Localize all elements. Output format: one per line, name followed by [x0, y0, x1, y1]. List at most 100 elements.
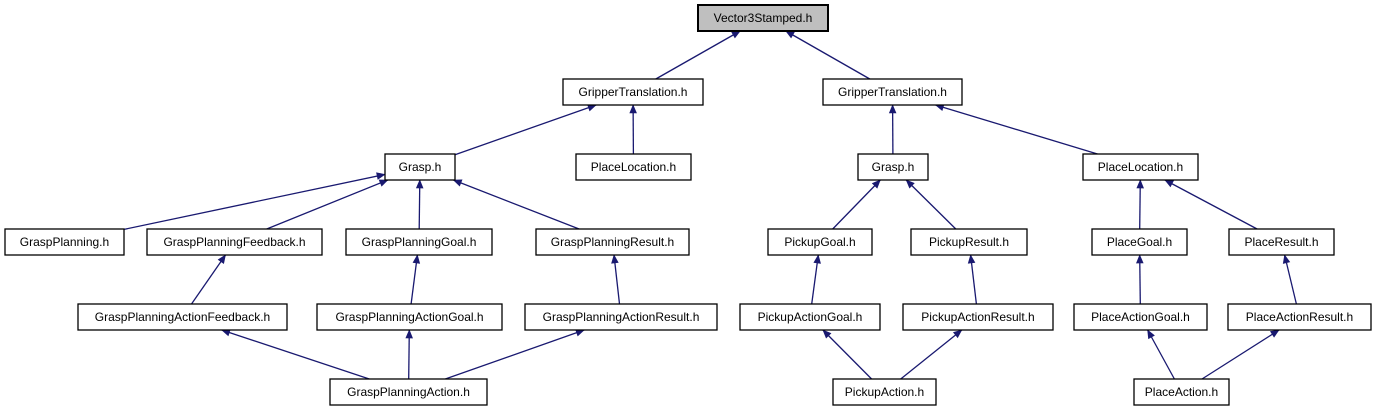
node-box-grasp_planning_result[interactable]: [535, 228, 690, 256]
node-vector3stamped[interactable]: Vector3Stamped.h: [697, 4, 829, 32]
node-grasp_planning_action_feedback[interactable]: GraspPlanningActionFeedback.h: [77, 303, 288, 331]
node-grasp_planning_goal[interactable]: GraspPlanningGoal.h: [345, 228, 493, 256]
edges-layer: [123, 30, 1298, 380]
edge-place_action-to-place_action_goal: [1147, 329, 1175, 380]
edge-grasp_planning_action_feedback-to-grasp_planning_feedback: [190, 254, 227, 305]
node-label-pickup_result: PickupResult.h: [929, 235, 1009, 249]
node-label-grasp_planning_goal: GraspPlanningGoal.h: [362, 235, 477, 249]
node-grasp_l[interactable]: Grasp.h: [384, 153, 456, 181]
edge-place_action-to-place_action_result: [1201, 329, 1280, 380]
node-gripper_translation_r[interactable]: GripperTranslation.h: [822, 78, 963, 106]
node-label-grasp_r: Grasp.h: [872, 160, 915, 174]
node-box-grasp_l[interactable]: [384, 153, 456, 181]
edge-grasp_planning-to-grasp_l: [123, 172, 386, 231]
node-grasp_planning_action[interactable]: GraspPlanningAction.h: [329, 378, 488, 406]
node-label-grasp_planning_action_result: GraspPlanningActionResult.h: [543, 310, 700, 324]
node-label-place_action_goal: PlaceActionGoal.h: [1091, 310, 1190, 324]
node-label-pickup_action_result: PickupActionResult.h: [921, 310, 1034, 324]
node-pickup_action_goal[interactable]: PickupActionGoal.h: [739, 303, 881, 331]
node-gripper_translation_l[interactable]: GripperTranslation.h: [562, 78, 704, 106]
edge-pickup_action_goal-to-pickup_goal: [811, 254, 821, 305]
node-label-gripper_translation_l: GripperTranslation.h: [579, 85, 688, 99]
edge-pickup_action-to-pickup_action_goal: [822, 329, 873, 380]
node-label-pickup_goal: PickupGoal.h: [784, 235, 855, 249]
node-box-place_action[interactable]: [1133, 378, 1230, 406]
node-box-gripper_translation_l[interactable]: [562, 78, 704, 106]
node-grasp_planning[interactable]: GraspPlanning.h: [4, 228, 125, 256]
edge-pickup_action-to-pickup_action_result: [900, 329, 963, 380]
node-grasp_planning_feedback[interactable]: GraspPlanningFeedback.h: [146, 228, 323, 256]
node-grasp_planning_action_result[interactable]: GraspPlanningActionResult.h: [524, 303, 718, 331]
node-box-grasp_planning_feedback[interactable]: [146, 228, 323, 256]
node-label-place_goal: PlaceGoal.h: [1107, 235, 1172, 249]
node-box-gripper_translation_r[interactable]: [822, 78, 963, 106]
node-box-place_goal[interactable]: [1091, 228, 1188, 256]
node-pickup_action_result[interactable]: PickupActionResult.h: [902, 303, 1054, 331]
node-label-grasp_planning_action_feedback: GraspPlanningActionFeedback.h: [95, 310, 270, 324]
edge-grasp_planning_result-to-grasp_l: [452, 179, 580, 230]
edge-grasp_l-to-gripper_translation_l: [454, 104, 597, 156]
node-pickup_goal[interactable]: PickupGoal.h: [767, 228, 873, 256]
edge-pickup_goal-to-grasp_r: [832, 179, 881, 230]
edge-gripper_translation_r-to-vector3stamped: [785, 30, 871, 80]
node-label-pickup_action_goal: PickupActionGoal.h: [758, 310, 863, 324]
node-box-pickup_action[interactable]: [832, 378, 937, 406]
node-box-place_action_result[interactable]: [1227, 303, 1372, 331]
node-box-grasp_planning_goal[interactable]: [345, 228, 493, 256]
node-place_location_l[interactable]: PlaceLocation.h: [575, 153, 692, 181]
node-place_goal[interactable]: PlaceGoal.h: [1091, 228, 1188, 256]
node-label-place_location_r: PlaceLocation.h: [1098, 160, 1183, 174]
node-label-place_action_result: PlaceActionResult.h: [1246, 310, 1353, 324]
node-box-pickup_goal[interactable]: [767, 228, 873, 256]
node-box-vector3stamped[interactable]: [697, 4, 829, 32]
node-place_action_goal[interactable]: PlaceActionGoal.h: [1073, 303, 1208, 331]
node-place_result[interactable]: PlaceResult.h: [1228, 228, 1335, 256]
node-box-place_action_goal[interactable]: [1073, 303, 1208, 331]
node-label-gripper_translation_r: GripperTranslation.h: [838, 85, 947, 99]
edge-grasp_planning_goal-to-grasp_l: [415, 179, 424, 230]
node-box-grasp_planning_action_result[interactable]: [524, 303, 718, 331]
edge-place_result-to-place_location_r: [1164, 179, 1258, 230]
edge-grasp_planning_feedback-to-grasp_l: [266, 179, 389, 230]
node-box-grasp_planning_action_feedback[interactable]: [77, 303, 288, 331]
node-box-place_location_l[interactable]: [575, 153, 692, 181]
edge-pickup_result-to-grasp_r: [905, 179, 957, 230]
node-label-grasp_planning_action: GraspPlanningAction.h: [347, 385, 470, 399]
node-label-place_action: PlaceAction.h: [1145, 385, 1218, 399]
node-label-grasp_planning: GraspPlanning.h: [20, 235, 109, 249]
node-label-grasp_planning_result: GraspPlanningResult.h: [551, 235, 674, 249]
node-pickup_result[interactable]: PickupResult.h: [910, 228, 1028, 256]
edge-gripper_translation_l-to-vector3stamped: [655, 30, 741, 80]
node-place_action[interactable]: PlaceAction.h: [1133, 378, 1230, 406]
edge-place_action_goal-to-place_goal: [1136, 254, 1144, 305]
edge-place_goal-to-place_location_r: [1136, 179, 1144, 230]
node-grasp_planning_action_goal[interactable]: GraspPlanningActionGoal.h: [316, 303, 503, 331]
node-box-pickup_action_goal[interactable]: [739, 303, 881, 331]
node-box-grasp_planning_action[interactable]: [329, 378, 488, 406]
edge-place_location_r-to-gripper_translation_r: [934, 103, 1098, 155]
node-box-grasp_planning[interactable]: [4, 228, 125, 256]
node-box-grasp_planning_action_goal[interactable]: [316, 303, 503, 331]
node-label-grasp_planning_action_goal: GraspPlanningActionGoal.h: [335, 310, 483, 324]
node-label-vector3stamped: Vector3Stamped.h: [714, 11, 813, 25]
node-box-pickup_action_result[interactable]: [902, 303, 1054, 331]
node-box-pickup_result[interactable]: [910, 228, 1028, 256]
edge-pickup_action_result-to-pickup_result: [967, 254, 978, 305]
edge-grasp_planning_action_result-to-grasp_planning_result: [611, 254, 621, 305]
node-grasp_r[interactable]: Grasp.h: [857, 153, 929, 181]
edge-grasp_planning_action-to-grasp_planning_action_goal: [405, 329, 413, 380]
node-box-grasp_r[interactable]: [857, 153, 929, 181]
node-place_action_result[interactable]: PlaceActionResult.h: [1227, 303, 1372, 331]
node-box-place_location_r[interactable]: [1082, 153, 1199, 181]
node-label-place_result: PlaceResult.h: [1244, 235, 1318, 249]
edge-grasp_planning_action_goal-to-grasp_planning_goal: [410, 254, 421, 305]
node-box-place_result[interactable]: [1228, 228, 1335, 256]
node-label-grasp_l: Grasp.h: [399, 160, 442, 174]
edge-grasp_planning_action-to-grasp_planning_action_feedback: [221, 329, 370, 380]
node-pickup_action[interactable]: PickupAction.h: [832, 378, 937, 406]
edge-place_action_result-to-place_result: [1282, 254, 1298, 305]
node-place_location_r[interactable]: PlaceLocation.h: [1082, 153, 1199, 181]
node-grasp_planning_result[interactable]: GraspPlanningResult.h: [535, 228, 690, 256]
